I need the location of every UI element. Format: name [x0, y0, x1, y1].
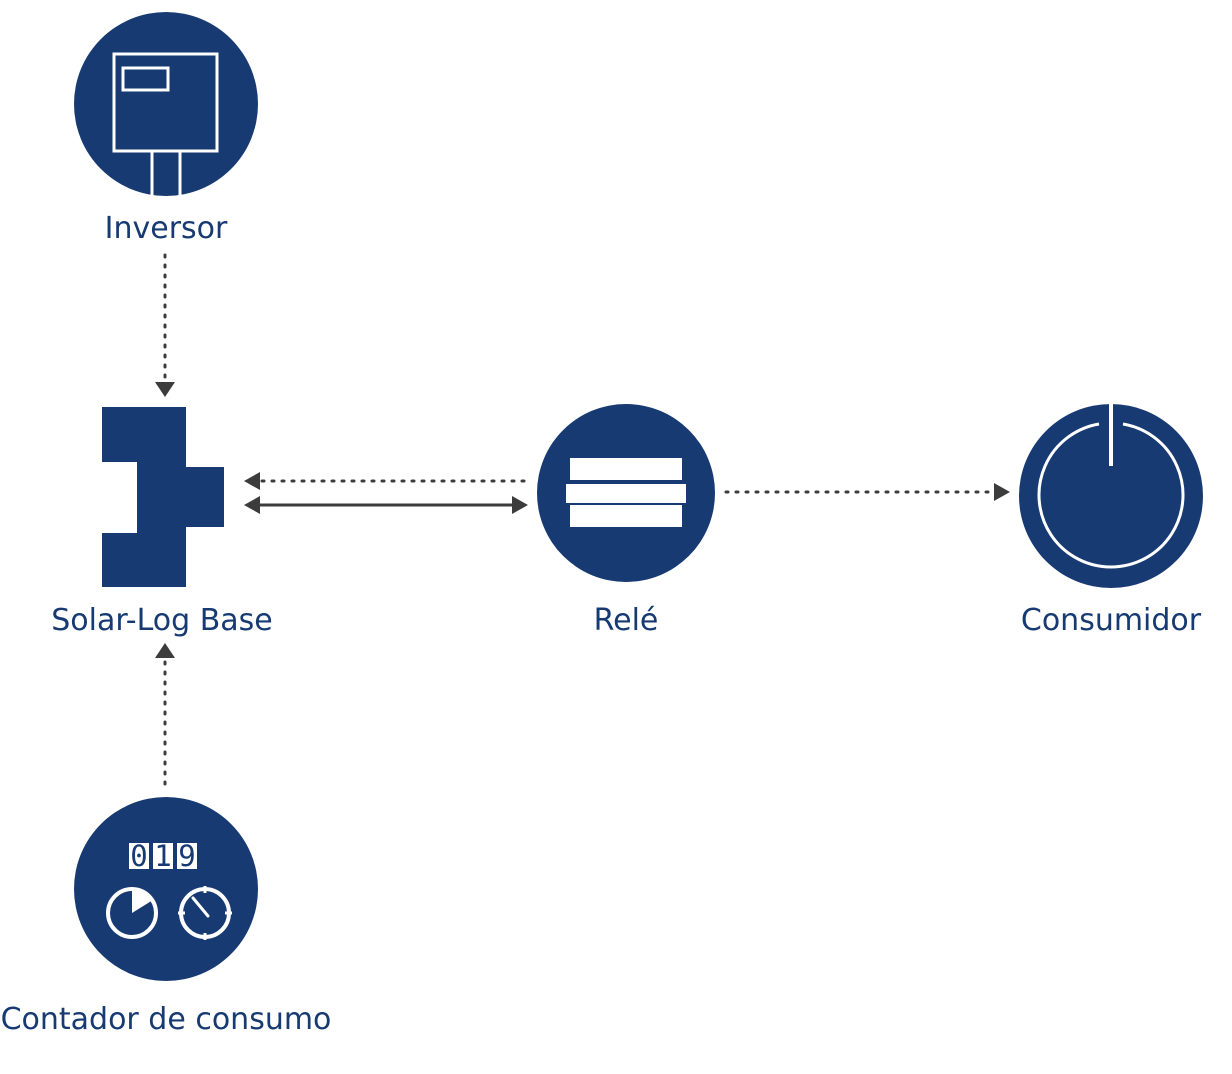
inverter-icon [74, 12, 258, 196]
arrowhead-left-icon [244, 496, 260, 514]
node-meter: 0 1 9 Contador de consumo [1, 797, 332, 1037]
arrowhead-right-icon [512, 496, 528, 514]
consumer-label: Consumidor [1021, 603, 1202, 638]
pie-dial-icon [106, 887, 158, 939]
solar-log-device-icon [102, 407, 224, 587]
inverter-label: Inversor [105, 211, 228, 246]
arrowhead-right-icon [994, 483, 1010, 501]
gauge-dial-icon [178, 886, 232, 940]
connector-solarlog-relay-solid [244, 496, 528, 514]
meter-digit: 1 [154, 839, 171, 873]
arrowhead-down-icon [155, 382, 175, 397]
connector-inverter-to-solarlog [155, 253, 175, 397]
meter-label: Contador de consumo [1, 1002, 332, 1037]
arrowhead-up-icon [155, 643, 175, 658]
meter-digit: 9 [178, 839, 195, 873]
meter-digit: 0 [130, 839, 147, 873]
node-consumer: Consumidor [1019, 404, 1203, 638]
connector-relay-to-consumer [724, 483, 1010, 501]
relay-label: Relé [594, 603, 659, 638]
node-solarlog: Solar-Log Base [51, 407, 273, 638]
power-button-icon [1019, 404, 1203, 588]
relay-icon [537, 404, 715, 582]
connector-meter-to-solarlog [155, 643, 175, 792]
node-inverter: Inversor [74, 12, 258, 246]
energy-meter-icon: 0 1 9 [74, 797, 258, 981]
solarlog-label: Solar-Log Base [51, 603, 273, 638]
arrowhead-left-icon [244, 472, 260, 490]
meter-reading: 0 1 9 [129, 839, 197, 873]
node-relay: Relé [537, 404, 715, 638]
connector-relay-to-solarlog-dotted [244, 472, 530, 490]
